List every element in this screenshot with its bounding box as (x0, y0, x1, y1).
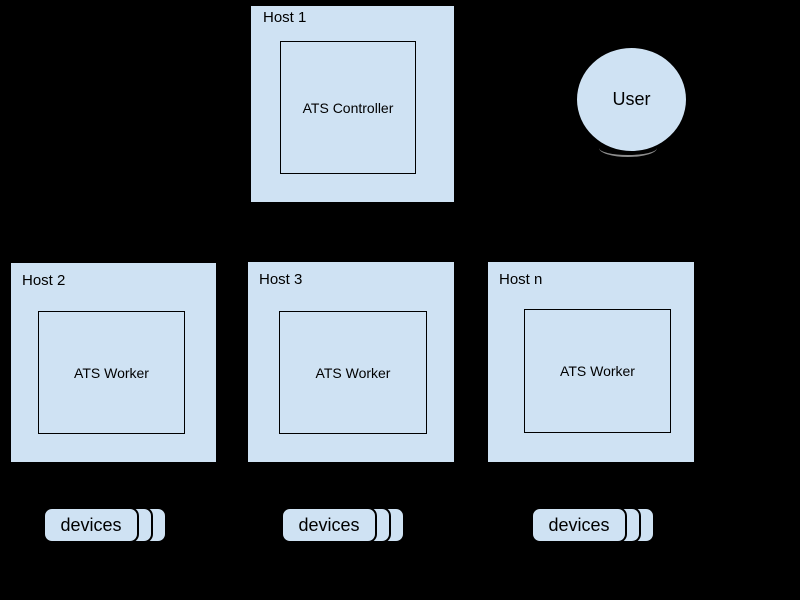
device-stack-3: devices (531, 507, 655, 543)
hostn-box: Host n ATS Worker (487, 261, 695, 463)
ats-worker-node-hostn: ATS Worker (524, 309, 671, 433)
user-shadow-arc (599, 139, 657, 157)
hostn-label: Host n (499, 271, 543, 288)
host3-box: Host 3 ATS Worker (247, 261, 455, 463)
device-card-front: devices (43, 507, 139, 543)
host2-box: Host 2 ATS Worker (10, 262, 217, 463)
host1-label: Host 1 (263, 9, 307, 26)
host3-label: Host 3 (259, 271, 303, 288)
device-stack-2: devices (281, 507, 405, 543)
host2-label: Host 2 (22, 272, 66, 289)
ats-worker-node-host3: ATS Worker (279, 311, 427, 434)
ats-worker-node-host2: ATS Worker (38, 311, 185, 434)
host1-box: Host 1 ATS Controller (250, 5, 455, 203)
device-card-front: devices (281, 507, 377, 543)
user-circle: User (576, 47, 687, 152)
device-stack-1: devices (43, 507, 167, 543)
ats-controller-node: ATS Controller (280, 41, 416, 174)
device-card-front: devices (531, 507, 627, 543)
